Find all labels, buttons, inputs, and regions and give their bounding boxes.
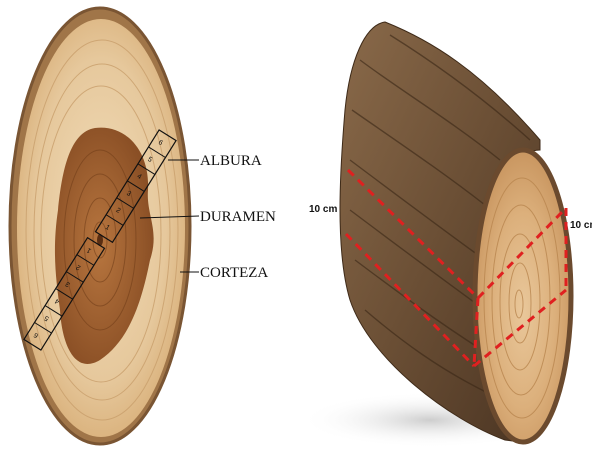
trunk-cross-section: 1 2 3 4 5 6 1 2 3 4 5 [10, 8, 190, 444]
albura-label: ALBURA [200, 153, 262, 169]
dimension-left-label: 10 cm [309, 204, 337, 215]
corteza-label: CORTEZA [200, 265, 268, 281]
log-illustration: 10 cm 10 cm [300, 22, 592, 448]
duramen-label: DURAMEN [200, 209, 276, 225]
log-end-face [475, 150, 571, 442]
dimension-right-label: 10 cm [570, 220, 592, 231]
